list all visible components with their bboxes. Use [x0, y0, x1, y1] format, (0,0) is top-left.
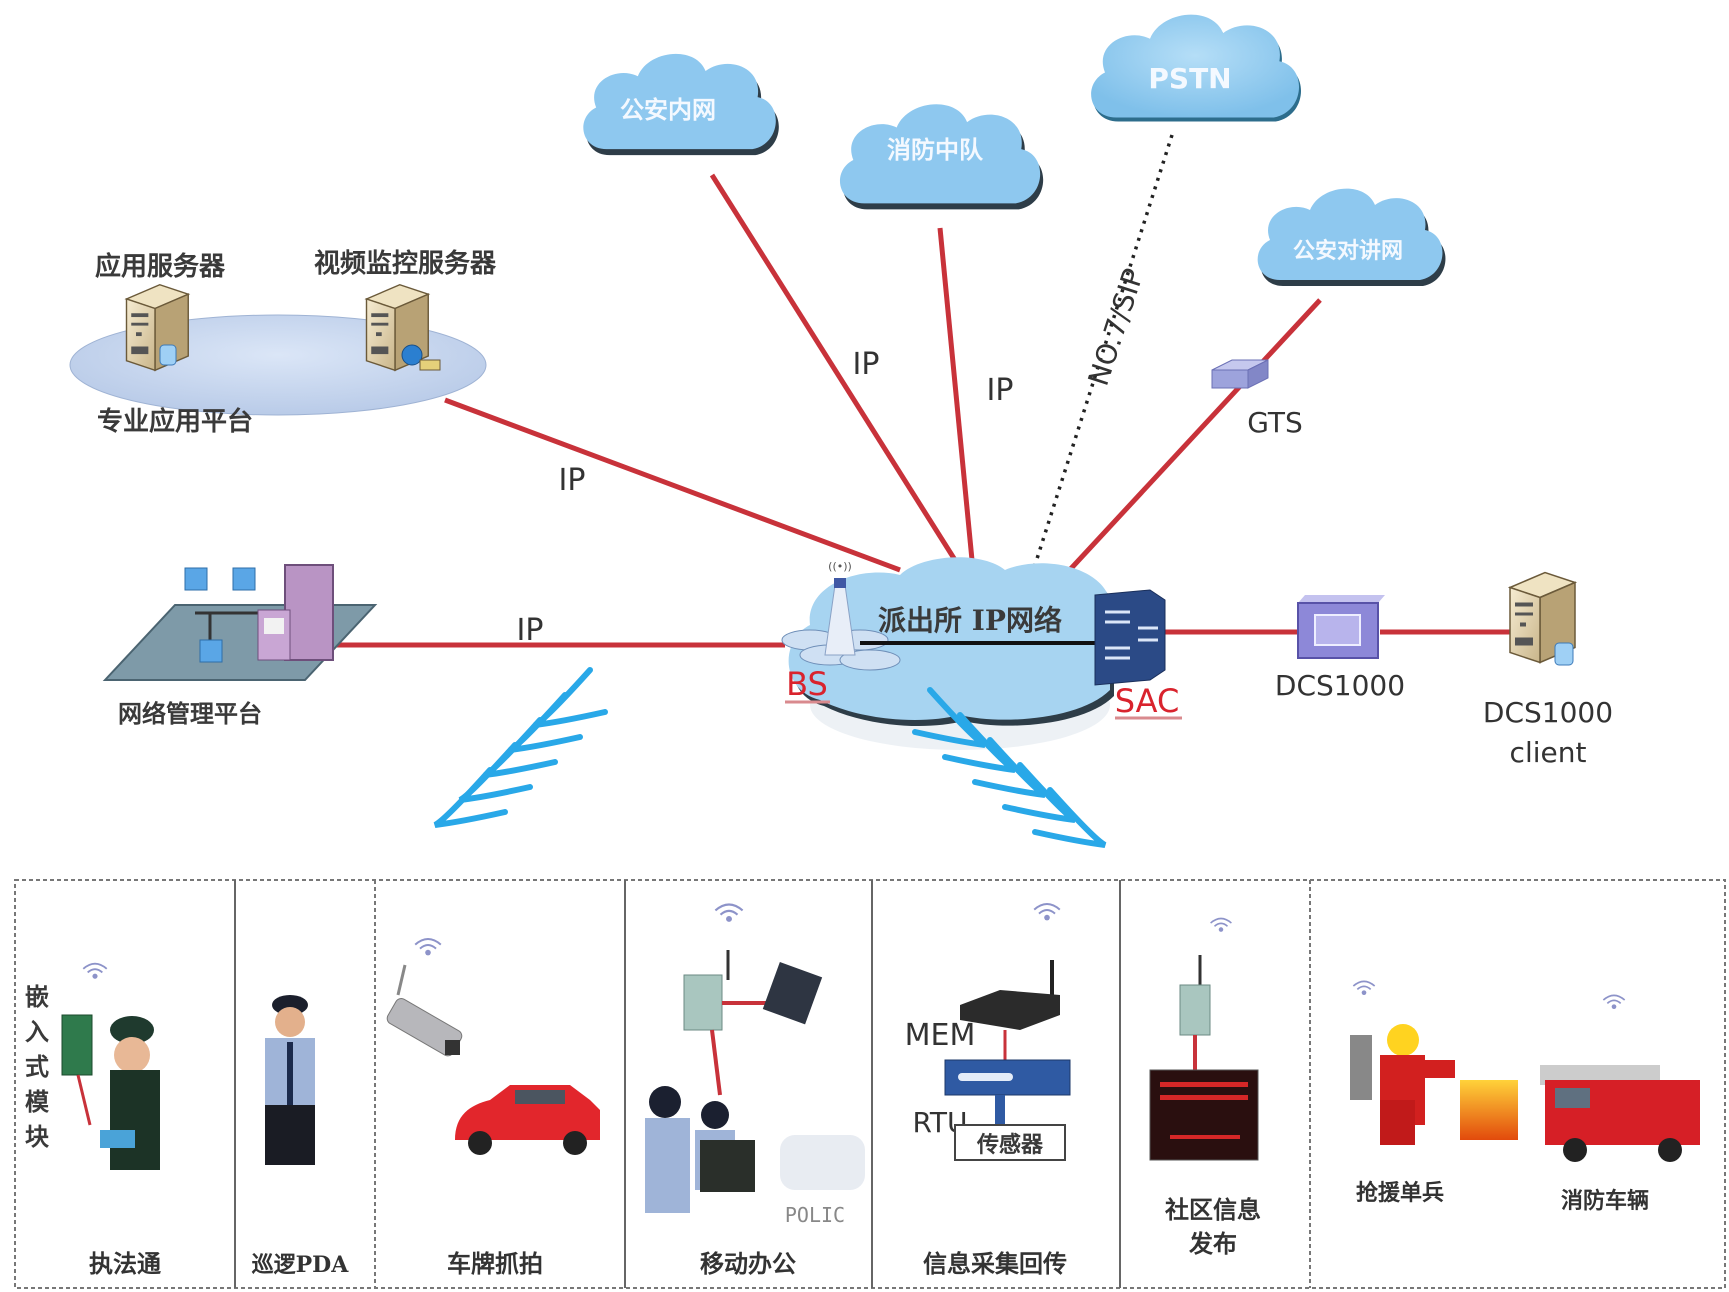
dcs1000-client-label-1: DCS1000	[1483, 696, 1613, 729]
panel-caption-a: 抢援单兵	[1356, 1180, 1444, 1206]
sac-label: SAC	[1115, 682, 1180, 720]
panel-plate-capture: 车牌抓拍	[386, 938, 600, 1278]
cloud-label: 公安内网	[620, 96, 716, 124]
nms-label: 网络管理平台	[118, 699, 262, 728]
wifi-icon	[714, 903, 744, 924]
wifi-icon	[1033, 902, 1061, 922]
terminal-panels	[14, 879, 1726, 1289]
svg-text:式: 式	[25, 1052, 49, 1081]
fire-icon	[1460, 1080, 1518, 1140]
platform-label: 专业应用平台	[97, 406, 253, 437]
svg-text:模: 模	[25, 1087, 50, 1116]
panel-law-enforcement: 嵌 入 式 模 块 执法通	[25, 962, 161, 1278]
computer-icon	[184, 567, 208, 591]
wifi-icon	[82, 962, 108, 980]
computer-icon	[199, 639, 223, 663]
embedded-module-label: 嵌 入 式 模 块	[25, 982, 50, 1151]
gts-label: GTS	[1247, 406, 1303, 439]
ip-label-fire: IP	[987, 373, 1014, 408]
station-ip-network: ((•)) 派出所 IP网络 BS SAC	[781, 557, 1182, 750]
link-platform-to-core	[444, 397, 901, 573]
wireless-waves-left	[433, 667, 608, 828]
gts-switch: GTS	[1211, 359, 1303, 439]
firefighter-figure	[1350, 1024, 1455, 1145]
professional-app-platform: 应用服务器 视频监控服务器 专业应用平台	[69, 249, 497, 437]
sensor-label: 传感器	[976, 1132, 1044, 1158]
app-server-label: 应用服务器	[95, 251, 226, 282]
module-icon	[61, 1014, 93, 1076]
tape-icon	[419, 359, 441, 371]
officer-figure	[100, 1016, 160, 1170]
panel-caption-b: 消防车辆	[1561, 1188, 1649, 1214]
dcs1000-label: DCS1000	[1275, 669, 1405, 702]
dcs1000-client-label-2: client	[1510, 736, 1587, 769]
database-icon	[159, 344, 177, 366]
dcs1000-client: DCS1000 client	[1483, 571, 1613, 769]
sac-switch-icon	[1094, 589, 1166, 686]
svg-text:块: 块	[25, 1122, 49, 1151]
link-intercom-to-core	[1063, 298, 1322, 577]
panel-firefighting: 抢援单兵 消防车辆	[1350, 980, 1700, 1214]
mem-label: MEM	[905, 1018, 976, 1053]
panel-community-info: 社区信息 发布	[1149, 917, 1261, 1258]
cloud-public-security-intercom: 公安对讲网	[1257, 188, 1446, 286]
terminal-box-icon	[683, 974, 723, 1031]
panel-caption-line1: 社区信息	[1165, 1195, 1261, 1224]
cloud-label: 消防中队	[887, 136, 984, 164]
link-fire-to-core	[937, 227, 975, 561]
panel-caption: 移动办公	[700, 1249, 796, 1278]
car-icon	[455, 1085, 600, 1155]
ip-label-intranet: IP	[853, 347, 880, 382]
cloud-public-security-intranet: 公安内网	[583, 53, 779, 156]
computer-icon	[232, 567, 256, 591]
station-network-label: 派出所 IP网络	[878, 604, 1062, 637]
panel-caption-line2: 发布	[1188, 1229, 1237, 1258]
ip-label-platform: IP	[559, 463, 586, 498]
wireless-waves-right	[912, 687, 1107, 848]
dcs1000-device: DCS1000	[1275, 595, 1405, 702]
officers-laptop-figure	[645, 1086, 865, 1213]
app-server-icon	[125, 284, 189, 371]
panel-info-collection: MEM RTU 传感器 信息采集回传	[905, 902, 1071, 1278]
panel-caption: 车牌抓拍	[447, 1249, 543, 1278]
panel-caption: 巡逻PDA	[252, 1252, 350, 1278]
panel-caption: 信息采集回传	[923, 1249, 1067, 1278]
bs-label: BS	[786, 665, 828, 703]
cloud-fire-squadron: 消防中队	[839, 104, 1044, 210]
panel-caption: 执法通	[89, 1249, 161, 1278]
phone-icon	[762, 961, 823, 1025]
link-pstn-to-core	[1033, 134, 1174, 566]
wifi-icon	[1209, 917, 1233, 933]
cloud-pstn: PSTN	[1091, 14, 1302, 122]
links	[335, 134, 1510, 648]
router-icon	[960, 990, 1060, 1030]
svg-text:嵌: 嵌	[25, 982, 49, 1011]
patrol-officer-figure	[265, 995, 315, 1165]
cloud-label: 公安对讲网	[1293, 238, 1403, 264]
pstn-link-label: NO.7/SIP	[1082, 264, 1151, 389]
database-icon	[1554, 642, 1574, 666]
camera-icon	[386, 964, 463, 1057]
panel-patrol-pda: 巡逻PDA	[252, 995, 350, 1278]
wifi-icon	[1352, 980, 1376, 996]
base-station-icon: ((•))	[781, 560, 901, 671]
sensor-box	[954, 1124, 1066, 1161]
nms-server-icon	[284, 564, 334, 661]
terminal-box-icon	[1179, 984, 1211, 1036]
globe-icon	[401, 344, 423, 366]
svg-text:入: 入	[25, 1017, 49, 1046]
network-management-platform: 网络管理平台	[102, 564, 378, 728]
video-server-label: 视频监控服务器	[314, 249, 497, 279]
cloud-label: PSTN	[1148, 62, 1231, 95]
wifi-icon	[414, 938, 442, 957]
fire-truck-icon	[1540, 1065, 1700, 1162]
wifi-icon	[1602, 994, 1626, 1010]
link-intranet-to-core	[709, 173, 958, 562]
panel-mobile-office: POLIC 移动办公	[645, 903, 865, 1278]
ip-label-nms: IP	[517, 613, 544, 648]
svg-text:((•)): ((•))	[828, 560, 852, 573]
car-text: POLIC	[785, 1203, 845, 1227]
